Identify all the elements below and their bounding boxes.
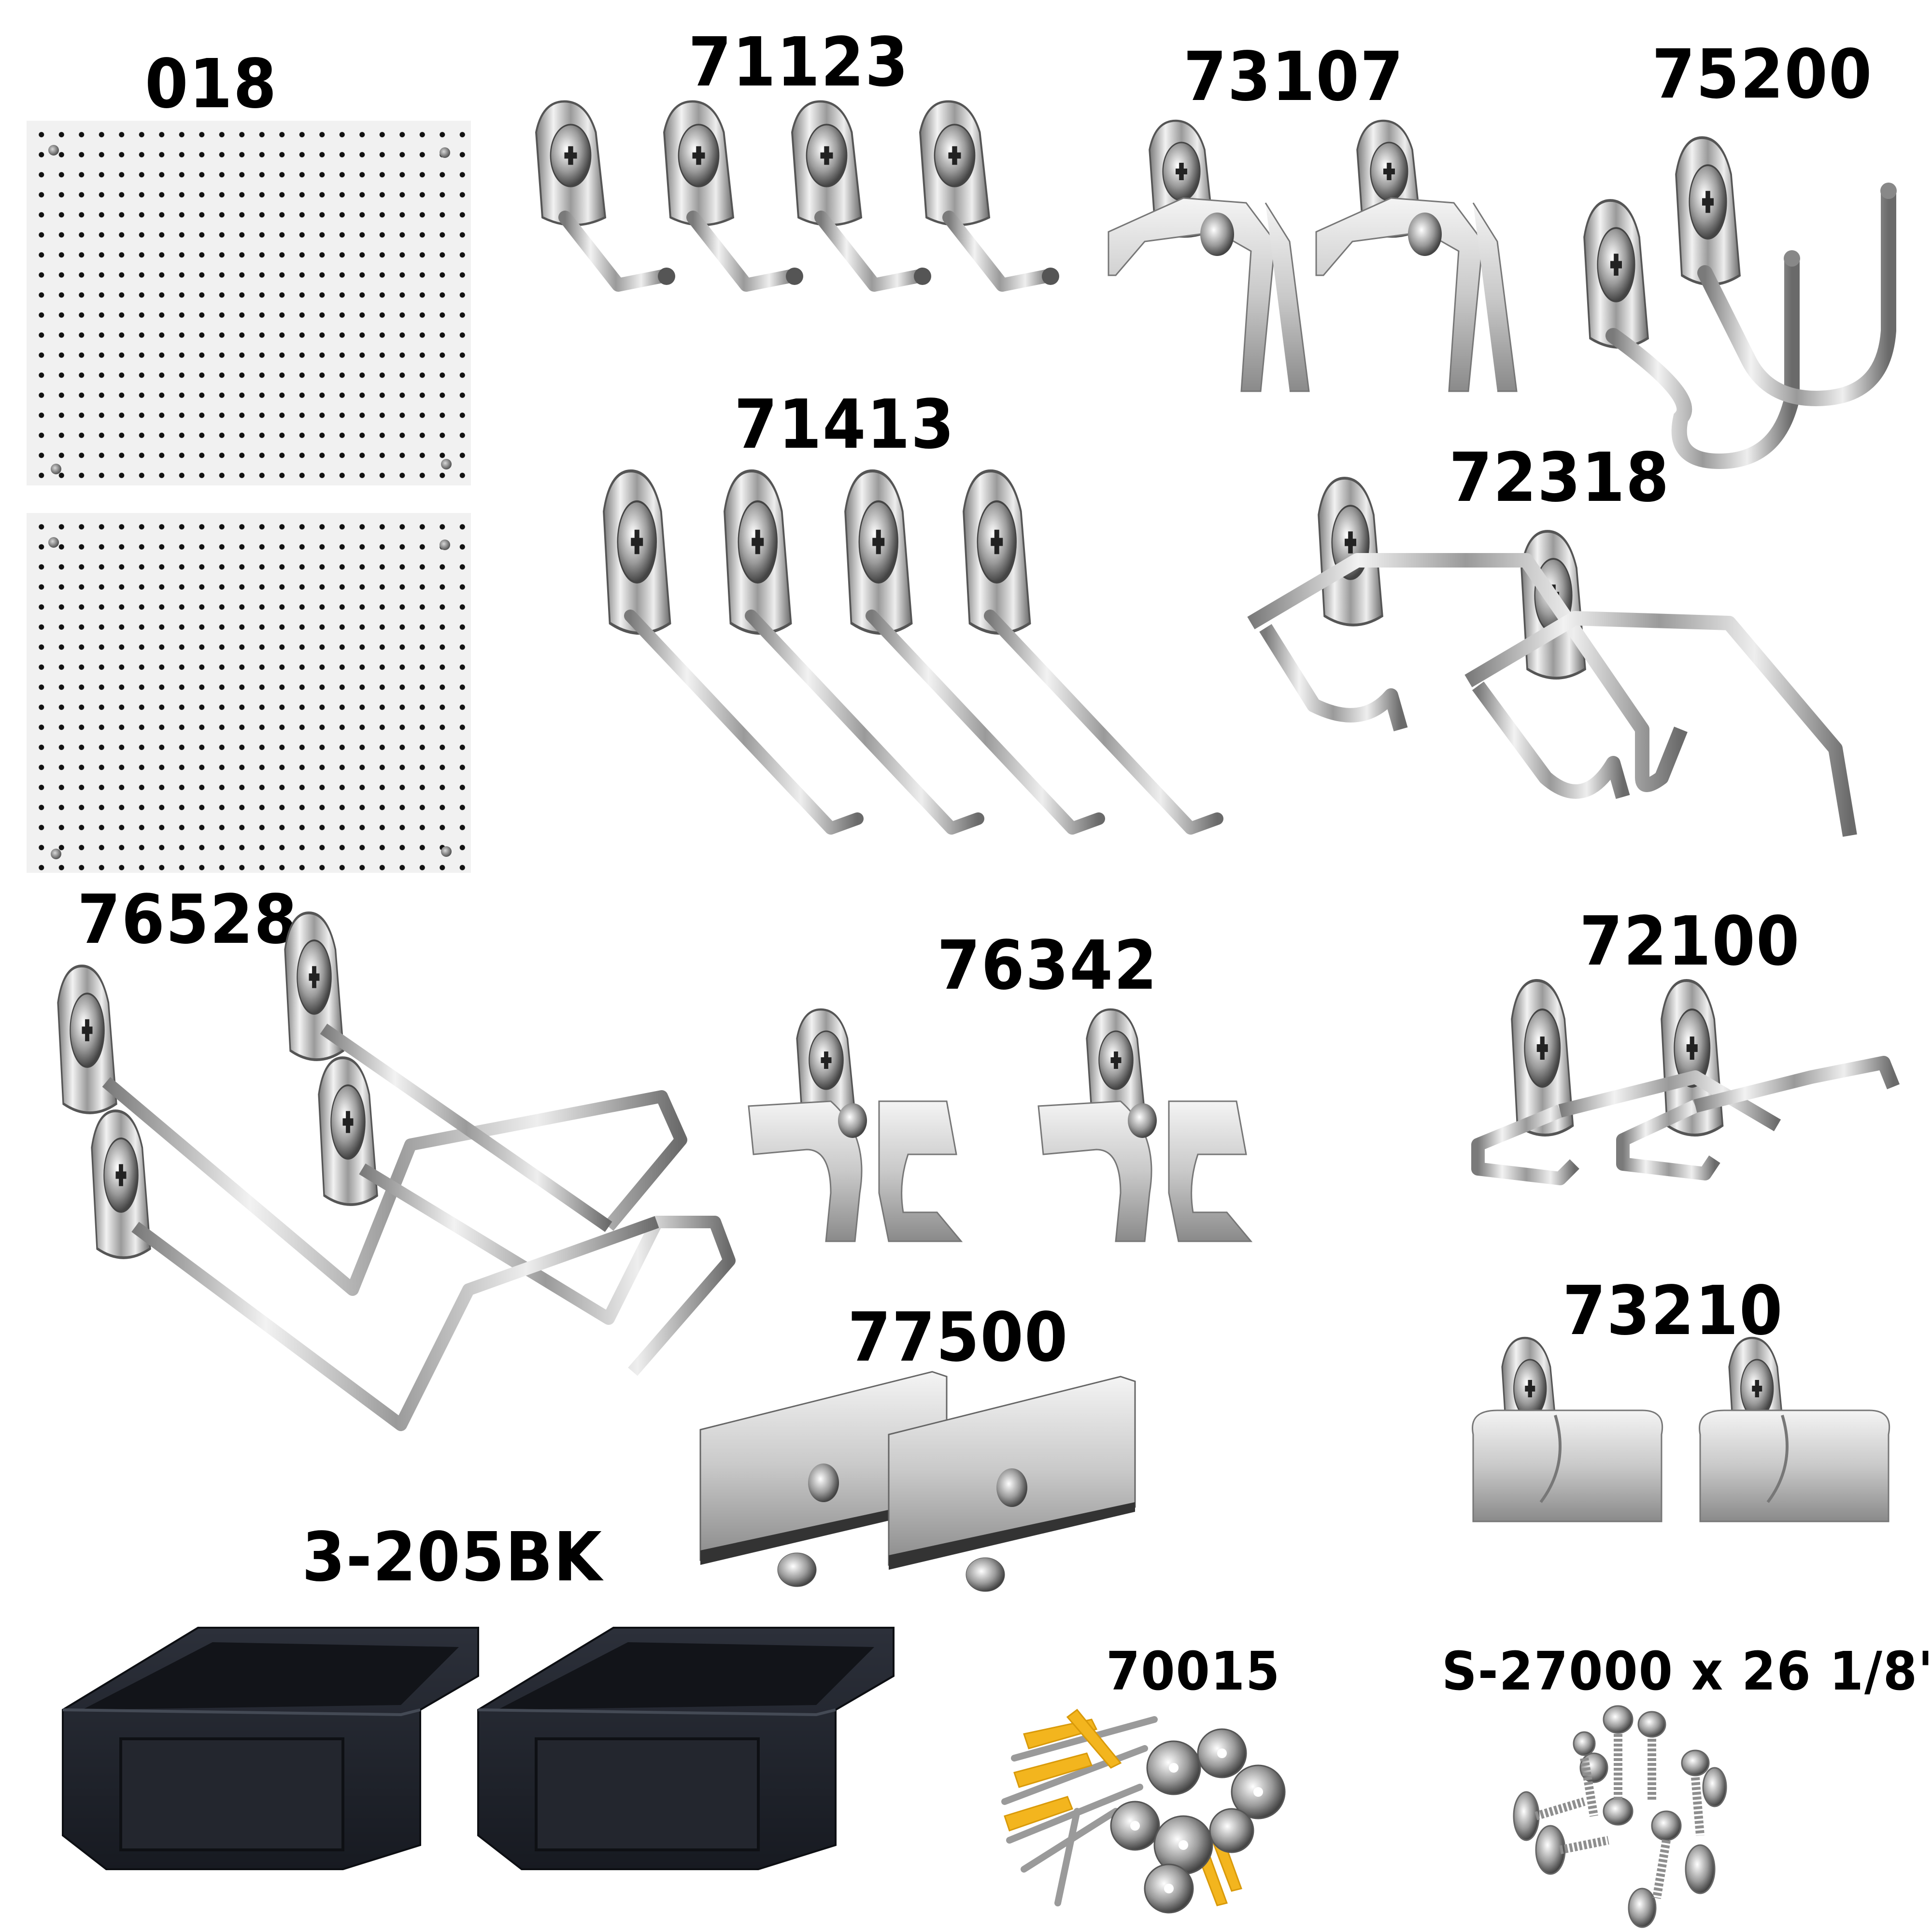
pegboard-panel-1: [27, 121, 471, 485]
product-label-70015: 70015: [1106, 1640, 1281, 1702]
product-label-72318: 72318: [1449, 439, 1670, 517]
product-75200-j-hooks: [1575, 128, 1913, 469]
product-71413-hooks: [604, 471, 1343, 857]
product-label-S-27000: S-27000 x 26 1/8": [1442, 1640, 1932, 1702]
spring-clamp-icon: [1472, 1338, 1890, 1522]
pegboard-screw: [440, 540, 450, 550]
j-hook-icon: [1575, 128, 1897, 469]
product-73210-clamps: [1459, 1338, 1908, 1531]
pegboard-screw: [51, 464, 61, 474]
l-hook-icon: [1471, 980, 1900, 1185]
product-77500-bin-holders: [686, 1357, 1159, 1594]
storage-bin-icon: [62, 1627, 895, 1870]
product-label-018: 018: [145, 45, 278, 124]
long-hook-icon: [604, 471, 1223, 835]
product-label-77500: 77500: [848, 1298, 1069, 1377]
product-label-71123: 71123: [688, 23, 909, 102]
product-label-76528: 76528: [77, 881, 298, 959]
product-label-75200: 75200: [1652, 35, 1873, 114]
product-3-205BK-bins: [53, 1613, 903, 1889]
pegboard-screw: [48, 145, 59, 156]
pegboard-screw: [48, 537, 59, 548]
pegboard-screw: [441, 846, 452, 857]
product-S-27000-screws: [1473, 1705, 1773, 1928]
product-76528-loop-hooks: [53, 913, 736, 1444]
bin-holder-icon: [699, 1371, 1136, 1592]
screw-anchor-kit-icon: [1001, 1708, 1286, 1914]
product-73107-clips: [1106, 121, 1541, 392]
product-label-76342: 76342: [937, 926, 1158, 1005]
product-label-71413: 71413: [734, 385, 955, 464]
spring-clip-icon: [1108, 121, 1518, 392]
product-71123-hooks: [536, 101, 1116, 324]
product-70015-hardware: [995, 1700, 1323, 1914]
product-label-72100: 72100: [1579, 902, 1801, 981]
product-label-73210: 73210: [1563, 1272, 1784, 1350]
pegboard-screw: [51, 849, 61, 859]
product-72100-l-hooks: [1463, 980, 1922, 1212]
pegboard-screw: [441, 459, 452, 469]
product-76342-clips: [744, 1009, 1323, 1251]
loop-hook-icon: [53, 913, 736, 1431]
short-hook-icon: [536, 101, 1059, 292]
pegboard-panel-2: [27, 513, 471, 873]
product-label-73107: 73107: [1183, 38, 1405, 116]
u-hook-icon: [1247, 478, 1857, 837]
spring-clip-icon: [748, 1009, 1253, 1242]
product-label-3-205BK: 3-205BK: [302, 1518, 603, 1597]
pegboard-screw: [440, 147, 450, 158]
screws-icon: [1513, 1705, 1727, 1928]
product-72318-u-hooks: [1246, 478, 1898, 837]
